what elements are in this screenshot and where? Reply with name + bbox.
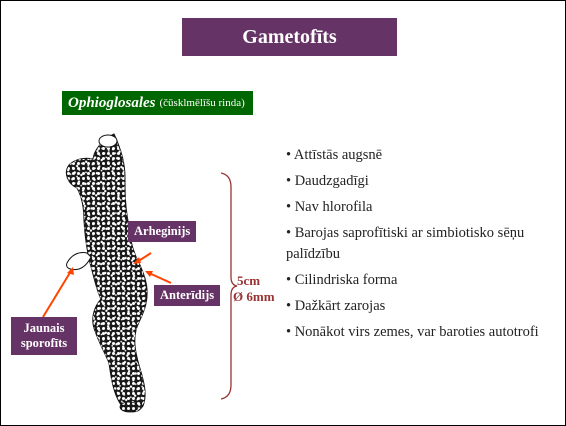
dimension-length: 5cm (237, 273, 261, 288)
bullet-item: • Daudzgadīgi (286, 173, 369, 189)
bullet-item: • Nav hlorofila (286, 199, 373, 215)
label-arheginijs: Arheginijs (128, 221, 197, 242)
subtitle-sub: (čūsklmēlīšu rinda) (159, 97, 245, 109)
slide-title: Gametofīts (182, 18, 397, 56)
young-sporophyte-bud (66, 252, 92, 271)
label-anteridijs: Anterīdijs (154, 285, 221, 306)
subtitle-main: Ophioglosales (68, 94, 156, 111)
bullet-item: • Nonākot virs zemes, var baroties autot… (286, 324, 539, 340)
subtitle-banner: Ophioglosales (čūsklmēlīšu rinda) (62, 91, 253, 115)
bullet-item: • Dažkārt zarojas (286, 298, 386, 314)
bullet-item: • Cilindriska forma (286, 272, 398, 288)
bullet-item: • Barojas saprofītiski ar simbiotisko sē… (286, 225, 525, 262)
size-bracket (220, 172, 238, 400)
arrow-jaunais-sporofits (42, 270, 72, 318)
label-jaunais-sporofits: Jaunais sporofīts (11, 317, 77, 355)
gametophyte-tip (98, 134, 118, 148)
dimension-diameter: Ø 6mm (233, 289, 275, 304)
bullet-item: • Attīstās augsnē (286, 147, 383, 163)
arrow-anteridijs (148, 272, 172, 284)
gametophyte-illustration (42, 133, 238, 413)
bullet-list: • Attīstās augsnē • Daudzgadīgi • Nav hl… (286, 145, 561, 348)
